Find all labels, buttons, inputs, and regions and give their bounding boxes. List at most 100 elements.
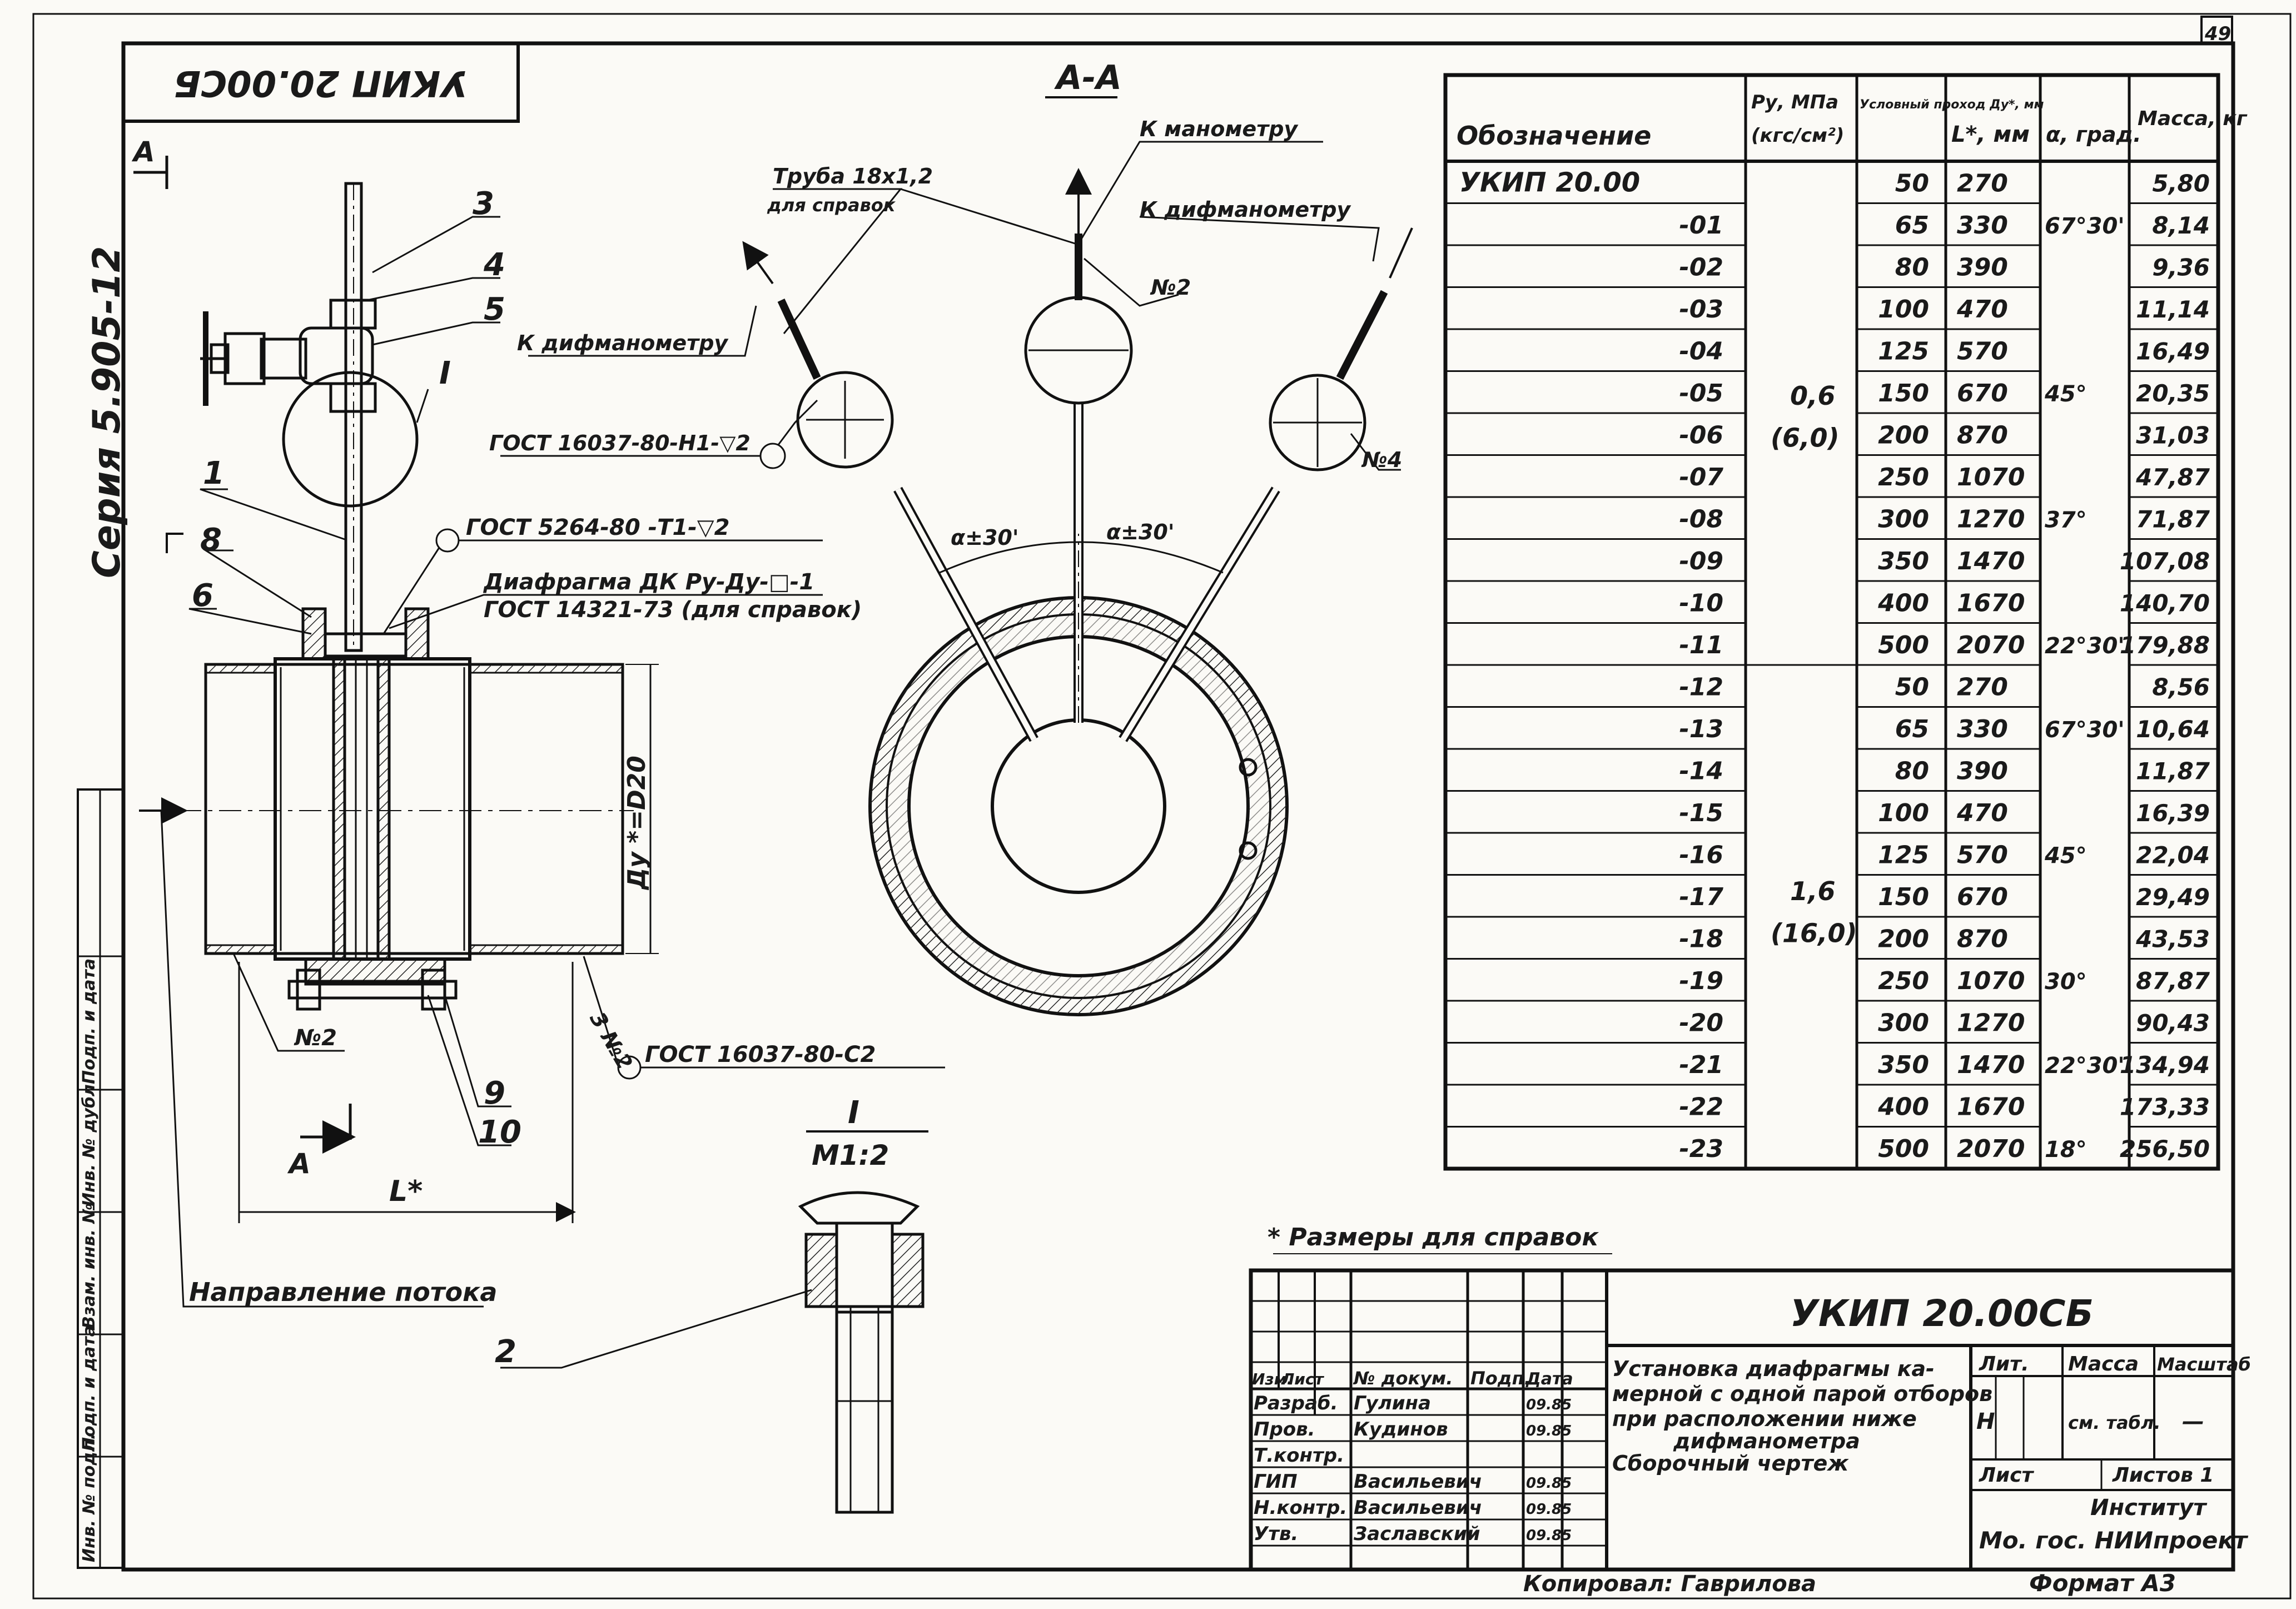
table-row-designation: -03 [1679, 295, 1724, 324]
length-dimension-label: L* [389, 1175, 423, 1208]
table-row-angle: 22°30' [2045, 633, 2125, 659]
table-row-mass: 5,80 [2152, 170, 2210, 197]
mirrored-code: УКИП 20.00СБ [173, 62, 468, 103]
staff-name: Васильевич [1354, 1497, 1482, 1519]
table-row-length: 470 [1956, 295, 2008, 324]
scale-label: Масштаб [2157, 1354, 2251, 1375]
table-row-length: 390 [1957, 253, 2008, 281]
front-view-labels: ГОСТ 5264-80 -Т1-▽2 Диафрагма ДК Ру-Ду-□… [466, 515, 876, 1074]
staff-date: 09.85 [1526, 1423, 1572, 1439]
table-row-angle: 67°30' [2045, 717, 2125, 743]
staff-role: Разраб. [1254, 1392, 1338, 1414]
mirrored-code-box: УКИП 20.00СБ [122, 42, 520, 123]
staff-name: Заславский [1353, 1523, 1480, 1545]
table-row-dn: 65 [1895, 715, 1929, 743]
staff-date: 09.85 [1526, 1397, 1572, 1413]
part-numbers: 3 4 5 1 8 6 9 10 №2 [192, 186, 521, 1150]
detail-title: I [848, 1095, 859, 1131]
col-head-dokum: № докум. [1353, 1368, 1453, 1389]
gost-16037-h1-label: ГОСТ 16037-80-Н1-▽2 [489, 431, 751, 455]
table-header-pressure: Ру, МПа [1751, 91, 1838, 113]
series-label: Серия 5.905-12 [85, 246, 129, 578]
table-row-length: 1470 [1957, 547, 2025, 575]
detail-view: I М1:2 2 [495, 1095, 928, 1514]
table-row-length: 390 [1957, 757, 2008, 785]
table-row-dn: 100 [1878, 799, 1929, 827]
detail-circle-label: I [439, 355, 451, 391]
gost-16037-c2-label: ГОСТ 16037-80-С2 [645, 1042, 876, 1067]
table-row-dn: 350 [1878, 1051, 1929, 1079]
table-row-dn: 50 [1895, 169, 1929, 197]
part-number-4: 4 [483, 247, 505, 283]
sheets-label: Листов 1 [2112, 1464, 2214, 1487]
table-row-dn: 65 [1895, 211, 1929, 240]
part-number-5: 5 [484, 291, 505, 327]
mass-label: Масса [2068, 1353, 2139, 1375]
to-manometer-label: К манометру [1140, 117, 1299, 141]
footnote: * Размеры для справок [1268, 1223, 1599, 1252]
table-header-length: L*, мм [1951, 122, 2030, 147]
title-block [1249, 1268, 2235, 1572]
table-row-dn: 100 [1878, 295, 1929, 324]
table-row-dn: 300 [1878, 505, 1929, 533]
table-row-mass: 173,33 [2120, 1093, 2210, 1120]
table-row-mass: 11,87 [2136, 757, 2210, 784]
to-difmanometer-right-label: К дифманометру [1140, 197, 1351, 222]
table-row-dn: 500 [1878, 631, 1929, 659]
staff-role: Утв. [1254, 1523, 1298, 1545]
table-row-mass: 8,56 [2152, 673, 2210, 701]
staff-role: ГИП [1254, 1471, 1298, 1493]
table-row-length: 1070 [1957, 967, 2025, 995]
stamp-vzam-inv: Взам. инв. № [79, 1203, 99, 1329]
title-name-line-3: при расположении ниже [1612, 1407, 1917, 1431]
table-row-dn: 250 [1878, 967, 1929, 995]
title-name-line-5: Сборочный чертеж [1612, 1451, 1849, 1476]
col-head-izm: Изм. [1252, 1370, 1293, 1388]
diaphragm-label: Диафрагма ДК Ру-Ду-□-1 [483, 569, 814, 595]
pressure-group-1: 0,6 [1790, 381, 1836, 411]
staff-name: Гулина [1354, 1392, 1431, 1414]
gost-5264-label: ГОСТ 5264-80 -Т1-▽2 [466, 515, 730, 540]
pressure-group-2-kgf: (16,0) [1771, 918, 1857, 948]
table-row-designation: -08 [1679, 505, 1724, 533]
table-row-angle: 18° [2045, 1137, 2087, 1163]
part-number-2: 2 [495, 1334, 516, 1370]
staff-name: Кудинов [1354, 1418, 1448, 1441]
table-row-length: 870 [1957, 421, 2008, 449]
stamp-inv-podl: Инв. № подл. [79, 1433, 99, 1562]
part-number-1: 1 [203, 455, 225, 491]
part-callouts [188, 216, 511, 1146]
table-row-mass: 134,94 [2120, 1051, 2210, 1079]
table-row-mass: 16,39 [2136, 799, 2210, 827]
title-name-line-1: Установка диафрагмы ка- [1612, 1357, 1935, 1381]
staff-role: Т.контр. [1254, 1444, 1344, 1467]
table-row-mass: 107,08 [2120, 548, 2210, 575]
detail-scale: М1:2 [812, 1139, 889, 1171]
table-row-dn: 200 [1878, 421, 1929, 449]
table-row-designation: -17 [1679, 883, 1724, 911]
table-row-length: 570 [1957, 337, 2008, 365]
table-row-length: 270 [1957, 673, 2008, 701]
angle-right-label: α±30' [1106, 520, 1174, 544]
table-row-designation: -16 [1679, 841, 1724, 869]
table-row-mass: 29,49 [2136, 883, 2210, 911]
angle-left-label: α±30' [951, 525, 1018, 550]
table-row-mass: 20,35 [2136, 380, 2210, 407]
weld-callouts-front [382, 528, 945, 1080]
title-code: УКИП 20.00СБ [1790, 1292, 2094, 1335]
table-row-angle: 45° [2044, 843, 2087, 868]
table-row-length: 2070 [1957, 631, 2025, 659]
table-row-mass: 9,36 [2152, 254, 2210, 281]
staff-name: Васильевич [1354, 1471, 1482, 1493]
lit-label: Лит. [1979, 1353, 2029, 1375]
table-row-designation: -09 [1679, 547, 1724, 575]
drawing-frame [32, 13, 2292, 1600]
table-row-mass: 16,49 [2136, 337, 2210, 365]
col-head-data: Дата [1525, 1369, 1573, 1389]
node-label-n4: №4 [1361, 448, 1402, 472]
table-row-designation: -10 [1679, 589, 1724, 617]
table-row-dn: 200 [1878, 925, 1929, 953]
flow-direction-label: Направление потока [189, 1277, 497, 1307]
table-row-mass: 90,43 [2136, 1009, 2210, 1036]
table-row-dn: 150 [1878, 883, 1929, 911]
